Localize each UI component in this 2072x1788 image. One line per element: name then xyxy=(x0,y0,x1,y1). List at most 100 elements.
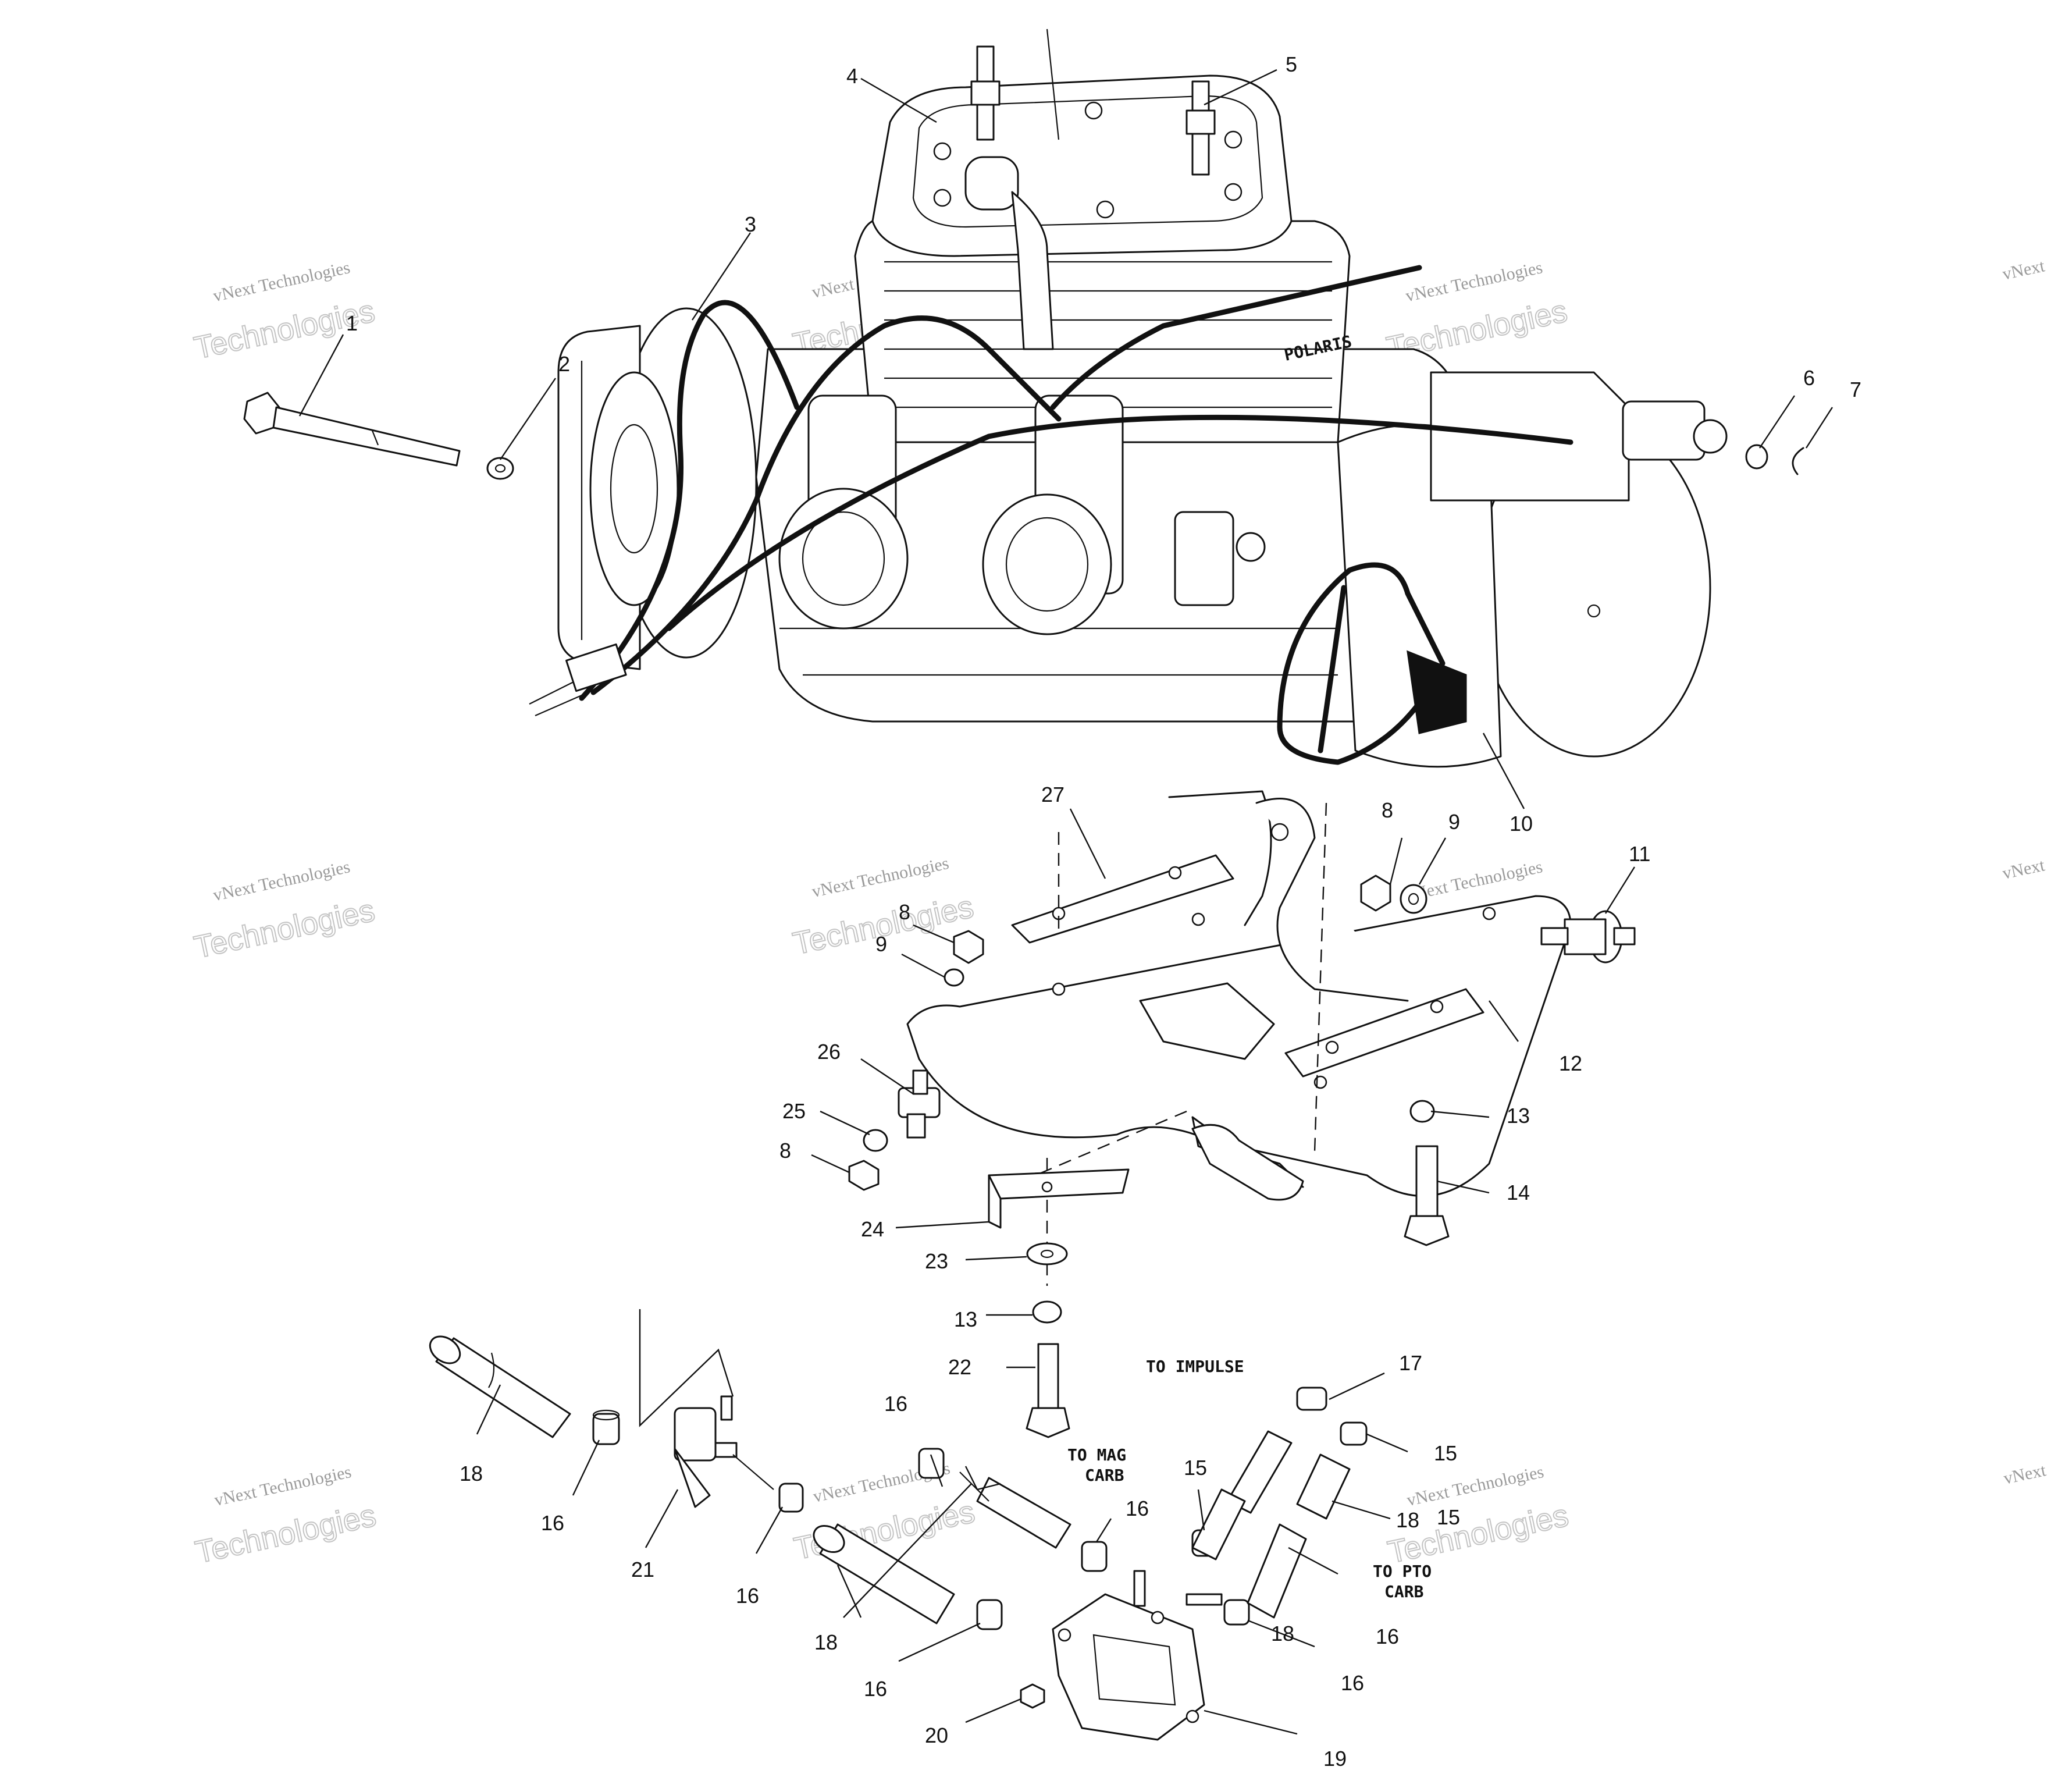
lock-nut xyxy=(848,1160,880,1191)
fuel-hose xyxy=(1191,1488,1246,1560)
callout-number: 20 xyxy=(925,1723,948,1747)
note-to-pto-carb: CARB xyxy=(1384,1582,1423,1601)
callout-number: 15 xyxy=(1434,1441,1457,1465)
coolant-hose xyxy=(1050,265,1422,410)
callout-number: 13 xyxy=(1507,1104,1530,1128)
callout-number: 18 xyxy=(1396,1508,1419,1532)
callout-number: 9 xyxy=(875,932,887,956)
callout-number: 4 xyxy=(846,64,858,88)
cylinder-block xyxy=(854,220,1351,443)
watermark-text: vNext Technologies xyxy=(810,854,950,901)
callout-number: 8 xyxy=(899,900,910,924)
watermark-group: vNext Technologies Technologies xyxy=(192,1462,380,1570)
spark-plug xyxy=(1185,80,1216,176)
cylinder-head xyxy=(871,74,1293,257)
callout-number: 25 xyxy=(782,1099,806,1123)
watermark-group: vNext Technologies Technologies xyxy=(191,258,379,366)
fuel-hose xyxy=(1247,1523,1307,1619)
fuel-hose xyxy=(1226,1430,1293,1514)
callout-number: 16 xyxy=(541,1511,564,1535)
lock-nut xyxy=(1360,875,1391,912)
flat-washer xyxy=(1400,884,1427,914)
oil-pump xyxy=(1174,511,1266,606)
callout-number: 16 xyxy=(736,1584,759,1608)
watermark-edge: vNext xyxy=(2000,256,2046,284)
mount-bracket-foot xyxy=(1191,1124,1304,1201)
watermark-text: vNext xyxy=(2000,855,2046,883)
callout-number: 16 xyxy=(1341,1671,1364,1695)
mount-shim xyxy=(1284,988,1484,1078)
leader-lines xyxy=(298,69,1834,1735)
hose-clamp xyxy=(592,1409,620,1445)
carburetor-pto xyxy=(982,394,1124,635)
fuel-pump xyxy=(1052,1570,1223,1741)
hose-clamp xyxy=(1223,1599,1250,1626)
hose-clamp xyxy=(1081,1541,1108,1572)
hose-clamp xyxy=(918,1448,945,1479)
throttle-cable xyxy=(590,315,1062,695)
engine-strap xyxy=(1277,562,1446,765)
callout-number: 12 xyxy=(1559,1051,1582,1075)
callout-number: 15 xyxy=(1437,1505,1460,1529)
callout-number: 10 xyxy=(1510,812,1533,836)
starter-handle xyxy=(1622,400,1728,461)
rubber-isolator xyxy=(1540,910,1636,964)
note-to-impulse: TO IMPULSE xyxy=(1146,1357,1244,1376)
callout-number: 3 xyxy=(745,212,756,236)
callout-number: 6 xyxy=(1803,366,1815,390)
callout-number: 22 xyxy=(948,1355,971,1379)
callout-number: 17 xyxy=(1399,1351,1422,1375)
callout-number: 27 xyxy=(1041,783,1065,806)
mount-stud xyxy=(898,1069,941,1139)
drive-clutch xyxy=(557,307,757,670)
lock-washer xyxy=(944,968,964,987)
callout-number: 16 xyxy=(864,1677,887,1701)
callout-number: 19 xyxy=(1323,1747,1347,1771)
callout-labels: 1 2 3 4 5 6 7 8 9 10 11 27 8 9 12 26 25 … xyxy=(346,52,1861,1771)
hose-clamp xyxy=(1340,1421,1368,1446)
callout-number: 24 xyxy=(861,1217,884,1241)
fuel-hose xyxy=(1296,1453,1351,1520)
fuel-hose xyxy=(429,1335,571,1438)
watermark-text: vNext xyxy=(2000,256,2046,284)
callout-number: 18 xyxy=(814,1630,838,1654)
callout-number: 16 xyxy=(884,1392,907,1416)
engine-assembly: POLARIS xyxy=(529,29,1728,768)
flat-washer xyxy=(486,457,514,480)
callout-number: 18 xyxy=(460,1462,483,1485)
callout-number: 8 xyxy=(779,1139,791,1163)
retaining-ring xyxy=(1792,447,1804,475)
watermark-text: vNext Technologies xyxy=(211,857,351,905)
callout-number: 14 xyxy=(1507,1181,1530,1204)
callout-number: 5 xyxy=(1286,52,1297,76)
note-to-mag-carb: TO MAG xyxy=(1067,1445,1126,1464)
watermark-text: vNext xyxy=(2002,1460,2048,1488)
lock-nut xyxy=(953,930,984,964)
callout-number: 1 xyxy=(346,311,358,335)
lock-washer xyxy=(1409,1100,1435,1123)
callout-number: 8 xyxy=(1382,798,1393,822)
watermark-text: vNext Technologies xyxy=(211,258,351,305)
callout-number: 18 xyxy=(1271,1622,1294,1645)
callout-number: 7 xyxy=(1850,378,1861,401)
watermark-edge: vNext xyxy=(2002,1460,2048,1488)
hex-nut xyxy=(1020,1683,1045,1709)
engine-mount-plate xyxy=(906,790,1572,1197)
thermostat-housing xyxy=(964,156,1019,211)
head-bolts xyxy=(933,101,1243,219)
flat-washer xyxy=(863,1129,888,1152)
fuel-hose xyxy=(959,1471,1071,1549)
hose-clamp xyxy=(976,1599,1003,1630)
note-to-mag-carb: CARB xyxy=(1085,1466,1124,1485)
engine-mount-bolt xyxy=(243,392,461,467)
callout-number: 2 xyxy=(558,352,570,376)
mounting-bracket xyxy=(988,1168,1130,1229)
mount-plate-cutout xyxy=(1139,982,1275,1060)
lock-washer xyxy=(1032,1300,1062,1324)
throttle-cable xyxy=(579,300,800,701)
diagram-notes: TO IMPULSE TO MAG CARB TO PTO CARB xyxy=(1067,1357,1432,1601)
callout-number: 9 xyxy=(1448,810,1460,834)
callout-number: 23 xyxy=(925,1249,948,1273)
